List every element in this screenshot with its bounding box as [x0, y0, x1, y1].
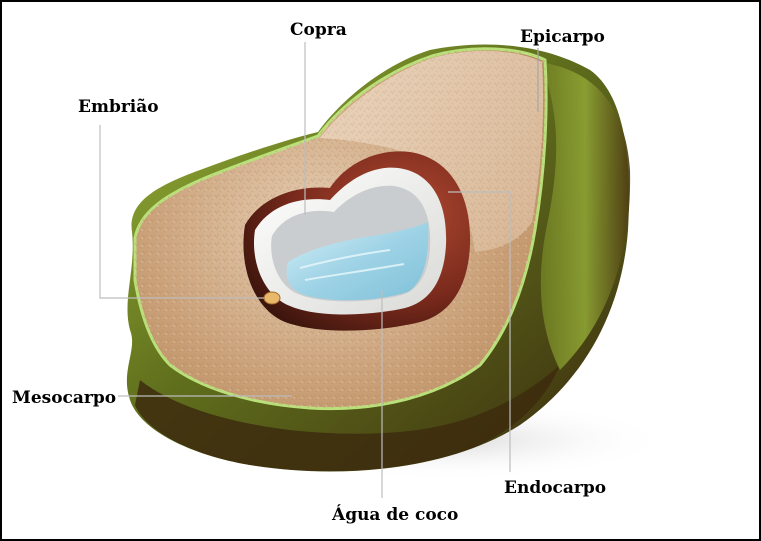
label-epicarpo: Epicarpo: [520, 27, 605, 47]
label-embriao: Embrião: [78, 97, 159, 117]
label-endocarpo: Endocarpo: [504, 478, 606, 498]
label-agua-de-coco: Água de coco: [331, 504, 458, 525]
embryo-marker: [264, 292, 280, 304]
label-copra: Copra: [290, 20, 347, 40]
label-mesocarpo: Mesocarpo: [12, 388, 116, 408]
